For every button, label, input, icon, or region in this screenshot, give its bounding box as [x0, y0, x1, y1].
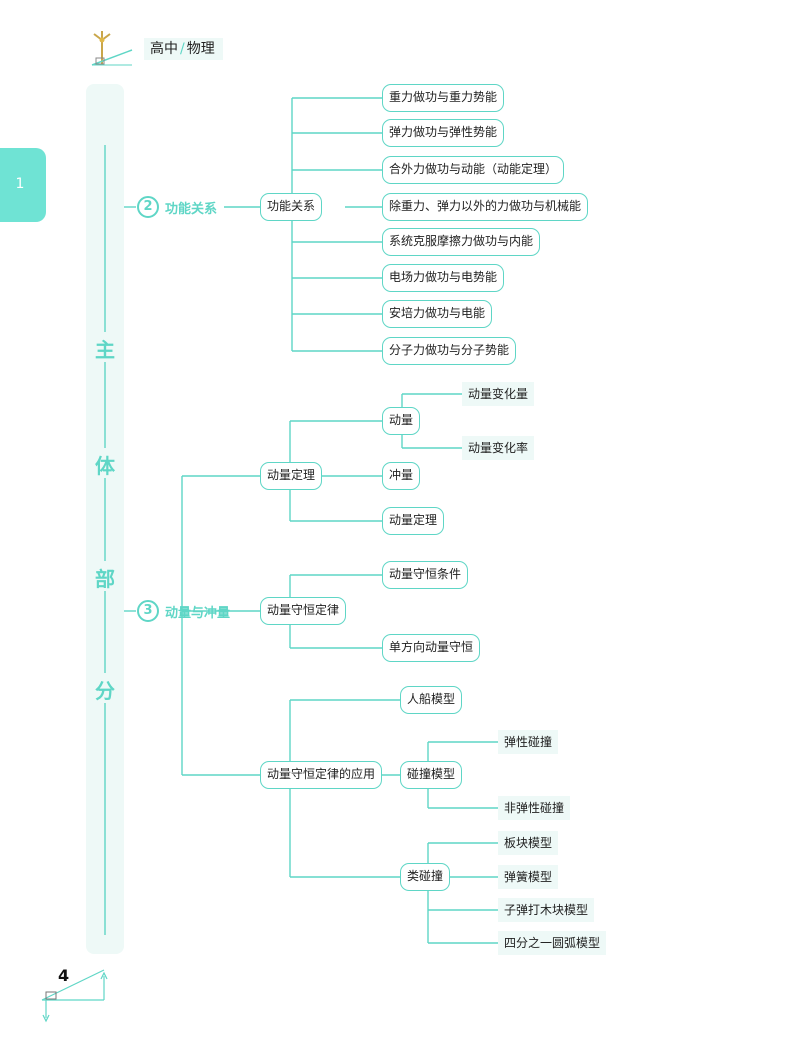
node-friction-work: 系统克服摩擦力做功与内能 [382, 228, 541, 256]
node-conservation-law: 动量守恒定律 [260, 597, 347, 625]
band-char-fen: 分 [95, 679, 115, 703]
node-momentum-theorem: 动量定理 [260, 462, 323, 490]
section-title-3: 动量与冲量 [165, 606, 231, 621]
node-electric-field-work: 电场力做功与电势能 [382, 264, 505, 292]
header-slash: / [180, 41, 185, 57]
node-conservation-condition: 动量守恒条件 [382, 561, 469, 589]
node-ampere-force-work: 安培力做功与电能 [382, 300, 493, 328]
node-net-force-work: 合外力做功与动能（动能定理） [382, 156, 565, 184]
section-title-2: 功能关系 [165, 202, 218, 217]
node-boat-model: 人船模型 [400, 686, 463, 714]
leaf-spring-model: 弹簧模型 [498, 865, 559, 889]
leaf-inelastic-collision: 非弹性碰撞 [498, 796, 571, 820]
header-subject: 高中/物理 [144, 38, 223, 60]
node-impulse: 冲量 [382, 462, 421, 490]
band-char-zhu: 主 [95, 338, 115, 362]
node-molecular-force-work: 分子力做功与分子势能 [382, 337, 517, 365]
header-subject-name: 物理 [186, 41, 215, 57]
band-char-bu: 部 [95, 567, 115, 591]
leaf-elastic-collision: 弹性碰撞 [498, 730, 559, 754]
leaf-bullet-block-model: 子弹打木块模型 [498, 898, 595, 922]
node-gravity-work: 重力做功与重力势能 [382, 84, 505, 112]
node-elastic-work: 弹力做功与弹性势能 [382, 119, 505, 147]
band-char-ti: 体 [95, 454, 115, 478]
wind-turbine-icon [90, 30, 134, 68]
chapter-number: 1 [15, 176, 25, 192]
leaf-plate-block-model: 板块模型 [498, 831, 559, 855]
node-collision-model: 碰撞模型 [400, 761, 463, 789]
node-conservation-application: 动量守恒定律的应用 [260, 761, 383, 789]
page-number: 4 [58, 966, 70, 985]
node-energy-relations: 功能关系 [260, 193, 323, 221]
leaf-momentum-change: 动量变化量 [462, 382, 535, 406]
node-momentum-theorem-leaf: 动量定理 [382, 507, 445, 535]
header-level: 高中 [150, 41, 178, 57]
node-momentum: 动量 [382, 407, 421, 435]
section-number-2: 2 [137, 196, 159, 218]
node-quasi-collision: 类碰撞 [400, 863, 451, 891]
leaf-momentum-rate: 动量变化率 [462, 436, 535, 460]
leaf-quarter-arc-model: 四分之一圆弧模型 [498, 931, 607, 955]
node-mechanical-energy: 除重力、弹力以外的力做功与机械能 [382, 193, 589, 221]
node-one-direction-conservation: 单方向动量守恒 [382, 634, 481, 662]
chapter-tab[interactable]: 1 [0, 148, 46, 222]
section-number-3: 3 [137, 600, 159, 622]
